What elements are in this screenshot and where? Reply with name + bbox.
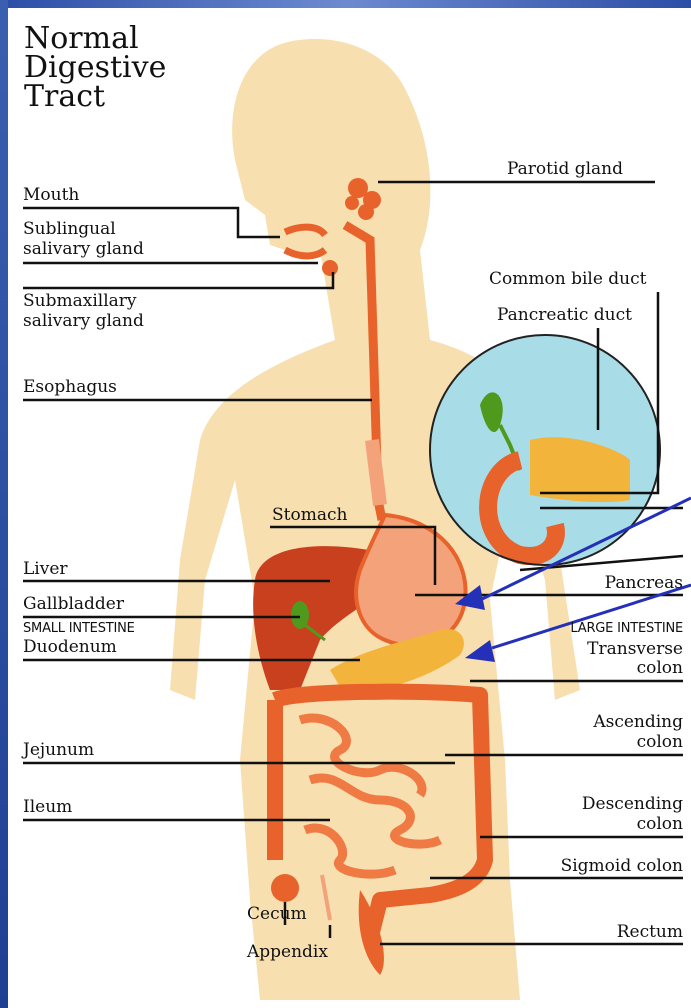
label-ascending-1: Ascending: [593, 713, 683, 731]
label-pancreatic-duct: Pancreatic duct: [497, 306, 632, 324]
label-submaxillary-2: salivary gland: [23, 312, 144, 330]
label-large-intestine: LARGE INTESTINE: [570, 620, 683, 638]
title-line-1: Normal: [24, 24, 166, 53]
label-mouth: Mouth: [23, 186, 79, 204]
label-small-intestine: SMALL INTESTINE: [23, 620, 135, 638]
label-duodenum: Duodenum: [23, 638, 117, 656]
label-pancreas: Pancreas: [605, 574, 683, 592]
label-gallbladder: Gallbladder: [23, 595, 124, 613]
diagram-title: Normal Digestive Tract: [24, 24, 166, 111]
label-transverse-1: Transverse: [587, 640, 683, 658]
label-sublingual-1: Sublingual: [23, 220, 116, 238]
label-esophagus: Esophagus: [23, 378, 117, 396]
label-transverse-2: colon: [637, 659, 683, 677]
cecum: [271, 874, 299, 902]
label-liver: Liver: [23, 560, 68, 578]
label-parotid-gland: Parotid gland: [507, 160, 623, 178]
label-jejunum: Jejunum: [23, 741, 94, 759]
label-cecum: Cecum: [247, 905, 307, 923]
submaxillary-gland: [322, 260, 338, 276]
label-stomach: Stomach: [272, 506, 347, 524]
label-common-bile-duct: Common bile duct: [489, 270, 646, 288]
esophagus-lower: [372, 440, 380, 505]
title-line-2: Digestive: [24, 53, 166, 82]
title-line-3: Tract: [24, 82, 166, 111]
label-appendix: Appendix: [247, 943, 328, 961]
label-descending-2: colon: [637, 815, 683, 833]
label-descending-1: Descending: [582, 795, 683, 813]
label-ileum: Ileum: [23, 798, 72, 816]
label-sigmoid-colon: Sigmoid colon: [561, 857, 683, 875]
label-ascending-2: colon: [637, 733, 683, 751]
label-rectum: Rectum: [617, 923, 683, 941]
label-sublingual-2: salivary gland: [23, 240, 144, 258]
label-submaxillary-1: Submaxillary: [23, 292, 137, 310]
